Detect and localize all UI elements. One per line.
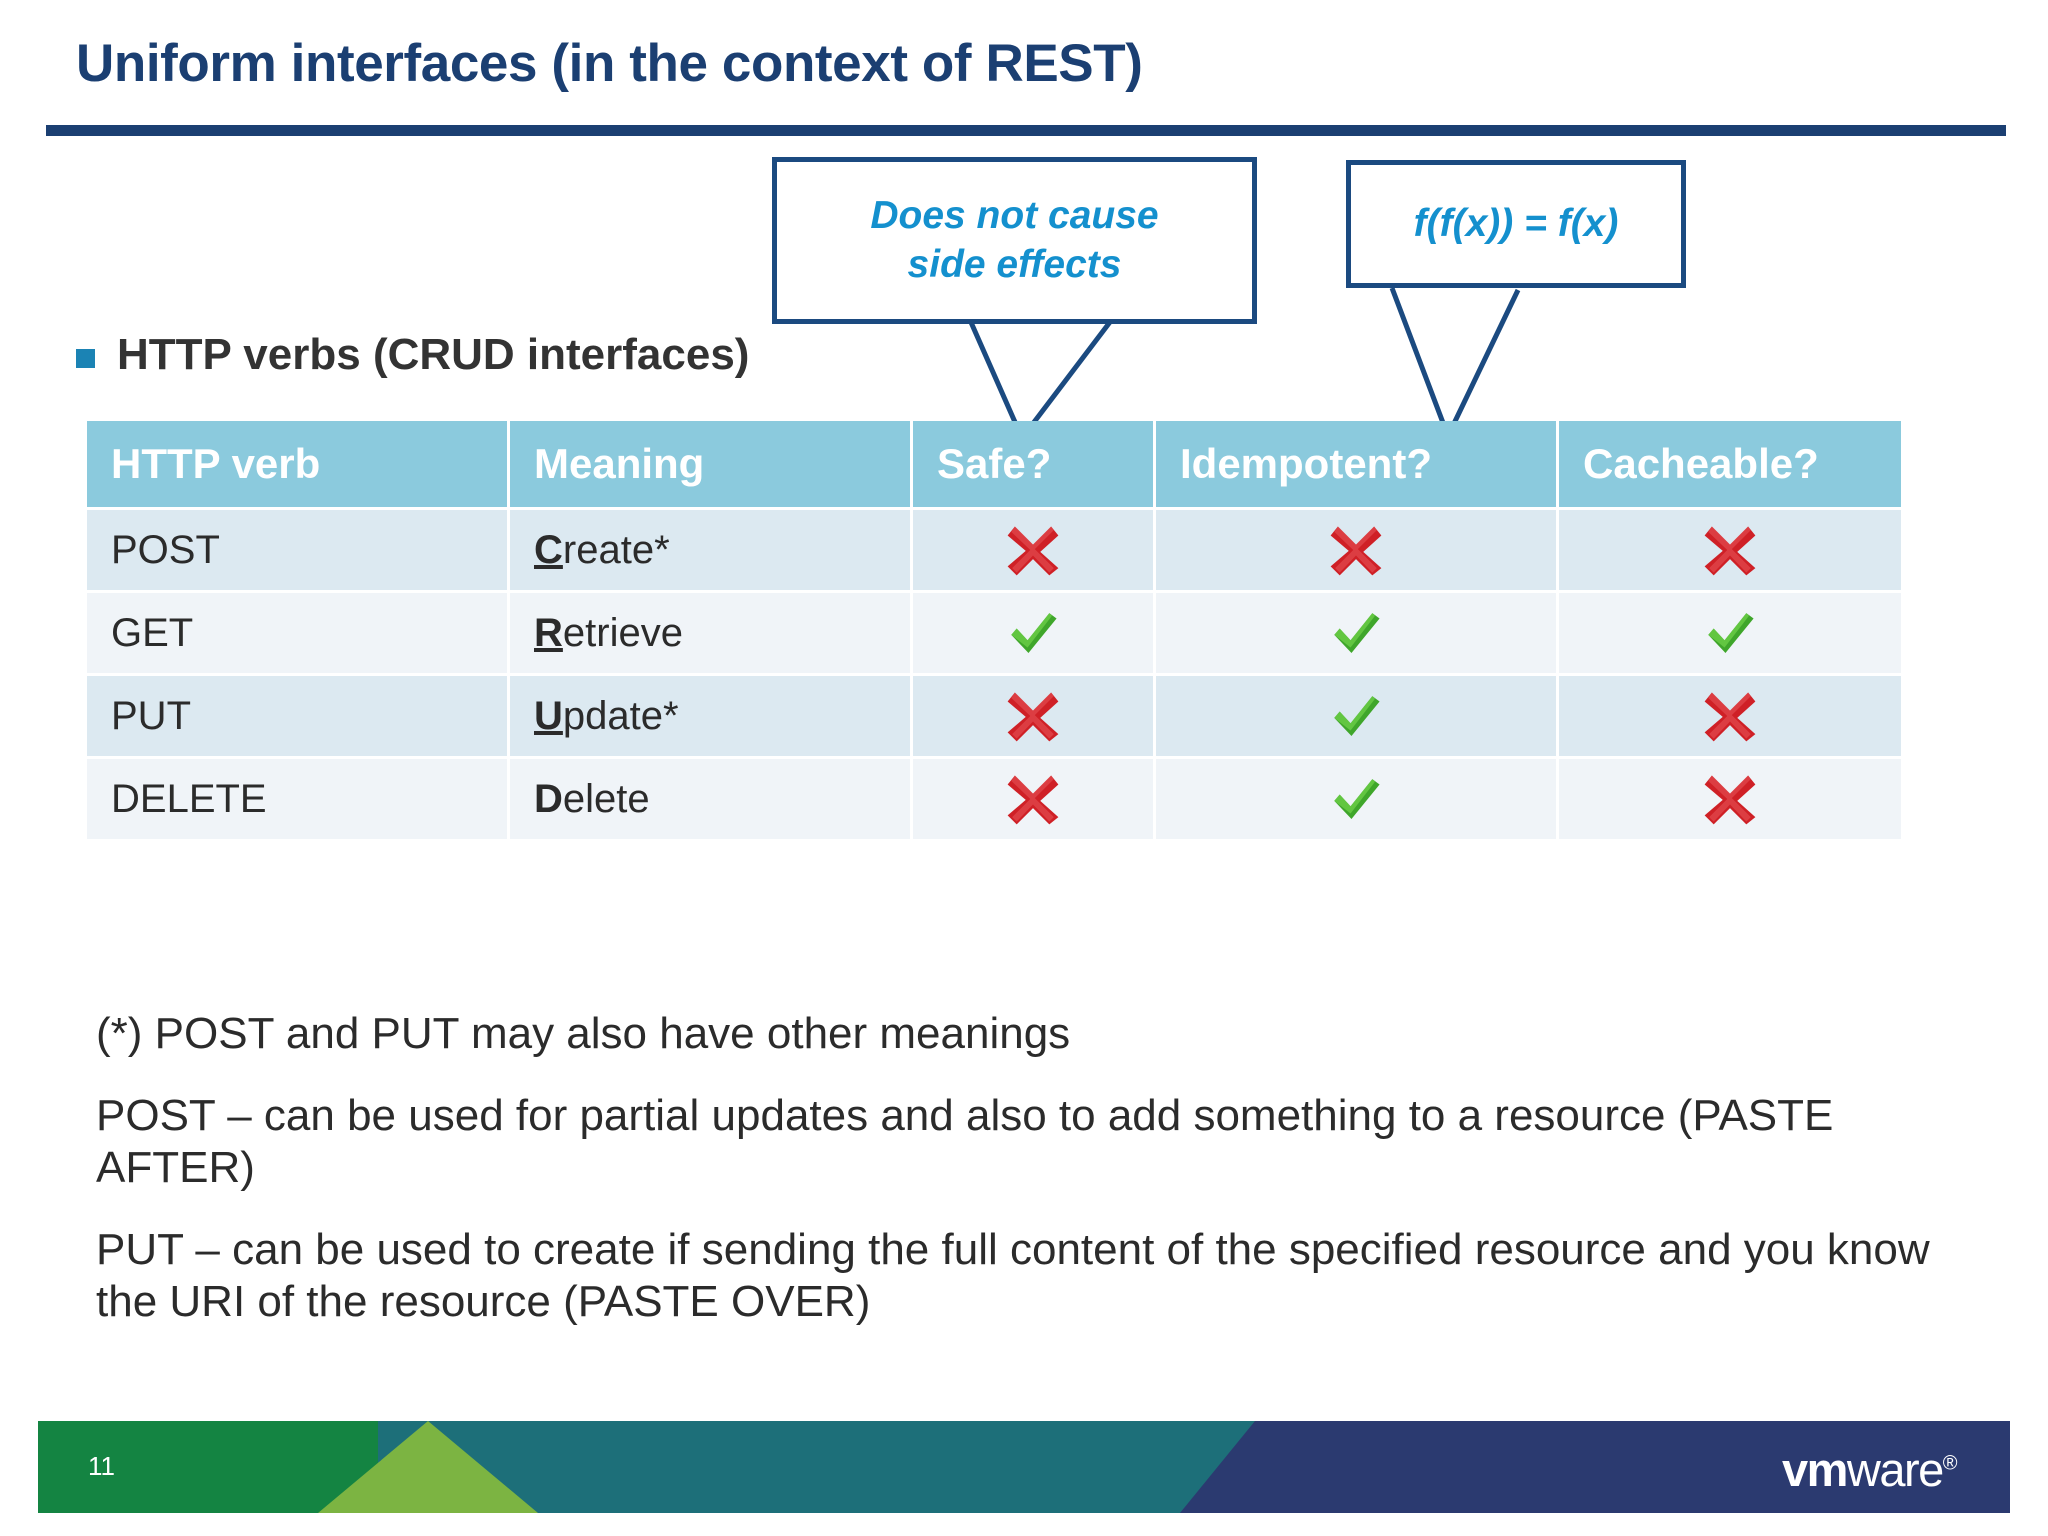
callout-idempotent-text: f(f(x)) = f(x) bbox=[1413, 201, 1619, 245]
note-paragraph: (*) POST and PUT may also have other mea… bbox=[96, 1009, 1071, 1058]
cell-cacheable bbox=[1559, 759, 1901, 839]
callout-safe-line1: Does not cause bbox=[870, 193, 1159, 237]
cell-idempotent bbox=[1156, 676, 1556, 756]
footer-navy-block bbox=[1180, 1421, 2010, 1513]
meaning-rest: reate* bbox=[562, 527, 670, 572]
cell-safe bbox=[913, 593, 1153, 673]
bullet-heading-row: HTTP verbs (CRUD interfaces) bbox=[76, 330, 749, 380]
notes-block: (*) POST and PUT may also have other mea… bbox=[96, 1008, 1976, 1358]
column-header-http-verb: HTTP verb bbox=[87, 421, 507, 507]
note-paragraph: POST – can be used for partial updates a… bbox=[96, 1090, 1834, 1192]
cross-icon bbox=[1007, 526, 1059, 576]
http-verbs-table: HTTP verb Meaning Safe? Idempotent? Cach… bbox=[84, 418, 1904, 842]
check-icon bbox=[1334, 696, 1380, 736]
callout-idempotent: f(f(x)) = f(x) bbox=[1346, 160, 1686, 288]
vmware-logo: vmware® bbox=[1781, 1442, 1958, 1497]
square-bullet-icon bbox=[76, 348, 95, 368]
cell-cacheable bbox=[1559, 593, 1901, 673]
meaning-initial-letter: C bbox=[534, 527, 563, 572]
table-header-row: HTTP verb Meaning Safe? Idempotent? Cach… bbox=[87, 421, 1901, 507]
cell-http-verb: GET bbox=[87, 593, 507, 673]
cell-idempotent bbox=[1156, 593, 1556, 673]
vmware-logo-registered: ® bbox=[1942, 1452, 1958, 1475]
cross-icon bbox=[1704, 775, 1756, 825]
bullet-heading-label: HTTP verbs (CRUD interfaces) bbox=[117, 330, 750, 379]
page-number: 11 bbox=[88, 1451, 115, 1481]
callout-safe-text: Does not cause side effects bbox=[870, 192, 1158, 290]
cell-safe bbox=[913, 759, 1153, 839]
callout-safe: Does not cause side effects bbox=[772, 157, 1257, 324]
cross-icon bbox=[1330, 526, 1382, 576]
cross-icon bbox=[1007, 692, 1059, 742]
note-paragraph: PUT – can be used to create if sending t… bbox=[96, 1224, 1930, 1326]
callout-safe-line2: side effects bbox=[907, 242, 1122, 286]
check-icon bbox=[1334, 779, 1380, 819]
column-header-meaning: Meaning bbox=[510, 421, 910, 507]
cell-http-verb: POST bbox=[87, 510, 507, 590]
meaning-initial-letter: D bbox=[534, 776, 563, 821]
cross-icon bbox=[1704, 692, 1756, 742]
cell-http-verb: PUT bbox=[87, 676, 507, 756]
vmware-logo-ware: ware bbox=[1846, 1443, 1944, 1496]
vmware-logo-vm: vm bbox=[1781, 1443, 1848, 1496]
cell-meaning: Delete bbox=[510, 759, 910, 839]
check-icon bbox=[1011, 613, 1057, 653]
meaning-rest: pdate* bbox=[562, 693, 679, 738]
column-header-safe: Safe? bbox=[913, 421, 1153, 507]
meaning-rest: etrieve bbox=[562, 610, 683, 655]
cell-meaning: Retrieve bbox=[510, 593, 910, 673]
check-icon bbox=[1708, 613, 1754, 653]
footer-triangle-accent bbox=[318, 1421, 538, 1513]
cell-safe bbox=[913, 676, 1153, 756]
cross-icon bbox=[1007, 775, 1059, 825]
cross-icon bbox=[1704, 526, 1756, 576]
cell-meaning: Create* bbox=[510, 510, 910, 590]
slide-footer: 11 vmware® bbox=[38, 1421, 2010, 1513]
cell-meaning: Update* bbox=[510, 676, 910, 756]
cell-cacheable bbox=[1559, 676, 1901, 756]
cell-cacheable bbox=[1559, 510, 1901, 590]
cell-idempotent bbox=[1156, 510, 1556, 590]
cell-http-verb: DELETE bbox=[87, 759, 507, 839]
page-title: Uniform interfaces (in the context of RE… bbox=[76, 34, 1143, 93]
column-header-idempotent: Idempotent? bbox=[1156, 421, 1556, 507]
check-icon bbox=[1334, 613, 1380, 653]
cell-safe bbox=[913, 510, 1153, 590]
cell-idempotent bbox=[1156, 759, 1556, 839]
meaning-rest: elete bbox=[562, 776, 650, 821]
title-divider bbox=[46, 125, 2006, 136]
meaning-initial-letter: R bbox=[534, 610, 563, 655]
column-header-cacheable: Cacheable? bbox=[1559, 421, 1901, 507]
meaning-initial-letter: U bbox=[534, 693, 563, 738]
